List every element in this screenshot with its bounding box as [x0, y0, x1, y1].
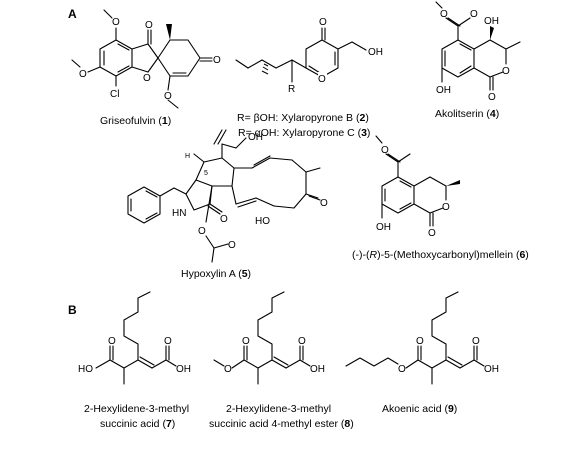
caption-compound-9: Akoenic acid (9) [382, 403, 457, 415]
caption-compound-5: Hypoxylin A (5) [181, 268, 251, 280]
atom-o-ester: O [440, 9, 448, 20]
atom-r: R [288, 84, 295, 95]
structure-hypoxylin-a: HN O H 5 OH O HO O [127, 129, 328, 263]
atom-o-ome1: O [112, 17, 120, 28]
atom-o-ketone-macro: O [320, 198, 328, 209]
panel-label-a: A [68, 7, 77, 21]
atom-o-pyran: O [318, 74, 326, 85]
atom-cl: Cl [110, 89, 119, 100]
atom-o-ester-6: O [381, 145, 389, 156]
structure-griseofulvin: O O O O O O Cl [71, 9, 221, 109]
atom-o-8-ester: O [224, 364, 232, 375]
atom-o-7a: O [108, 336, 116, 347]
atom-oh-hypoxylin: OH [248, 132, 263, 143]
atom-oh-6: OH [376, 222, 391, 233]
atom-oh-7: OH [176, 364, 191, 375]
caption-compound-1: Griseofulvin (1) [100, 115, 171, 127]
atom-o-lactam: O [220, 214, 228, 225]
structure-akoenic-acid: O O O OH [345, 291, 499, 385]
atom-o-pyranone: O [319, 17, 327, 28]
atom-o-methoxy: O [164, 91, 172, 102]
caption-compound-8-line2: succinic acid 4-methyl ester (8) [209, 418, 354, 430]
caption-compound-7-line1: 2-Hexylidene-3-methyl [84, 403, 189, 415]
atom-label-5: 5 [204, 170, 208, 177]
atom-o-carbonyl: O [488, 92, 496, 103]
caption-compound-8-line1: 2-Hexylidene-3-methyl [226, 403, 331, 415]
atom-o-9a: O [416, 336, 424, 347]
atom-ho-tertiary: HO [255, 216, 270, 227]
caption-compound-2: R= βOH: Xylaropyrone B (2) [237, 112, 369, 124]
atom-o-8b: O [298, 336, 306, 347]
panel-label-b: B [68, 303, 77, 317]
atom-ho-7: HO [78, 364, 93, 375]
atom-o-9-ester: O [398, 364, 406, 375]
atom-o-8a: O [242, 336, 250, 347]
structure-xylaropyrone: O O OH R [235, 17, 383, 95]
atom-o-enone: O [213, 55, 221, 66]
atom-o-7b: O [164, 336, 172, 347]
atom-oh-akolitserin: OH [484, 16, 499, 27]
atom-oh-8: OH [310, 364, 325, 375]
atom-oh-phenol: OH [436, 85, 451, 96]
atom-o-acetate: O [198, 226, 206, 237]
caption-compound-7-line2: succinic acid (7) [100, 418, 175, 430]
atom-nh: HN [172, 208, 186, 219]
caption-compound-6: (-)-(R)-5-(Methoxycarbonyl)mellein (6) [352, 249, 529, 261]
structure-compound-7: O HO O OH [78, 291, 191, 385]
atom-h: H [185, 153, 190, 160]
structure-methoxycarbonylmellein: O O O OH [375, 135, 460, 239]
atom-o-9b: O [472, 336, 480, 347]
caption-compound-3: R= αOH: Xylaropyrone C (3) [238, 127, 370, 139]
atom-o-ring: O [143, 73, 151, 84]
atom-o-ketone: O [145, 20, 153, 31]
atom-o-carbonyl-6: O [428, 228, 436, 239]
atom-o-lactone: O [502, 66, 510, 77]
atom-o-ome2: O [79, 69, 87, 80]
atom-o-ester2: O [470, 9, 478, 20]
caption-compound-4: Akolitserin (4) [435, 108, 499, 120]
atom-oh-xylaropyrone: OH [368, 47, 383, 58]
atom-oh-9: OH [484, 364, 499, 375]
structure-akolitserin: O O OH O O OH [435, 1, 521, 103]
atom-o-lactone-6: O [442, 202, 450, 213]
structure-compound-8: O O O OH [213, 291, 325, 385]
atom-o-acetate2: O [228, 240, 236, 251]
